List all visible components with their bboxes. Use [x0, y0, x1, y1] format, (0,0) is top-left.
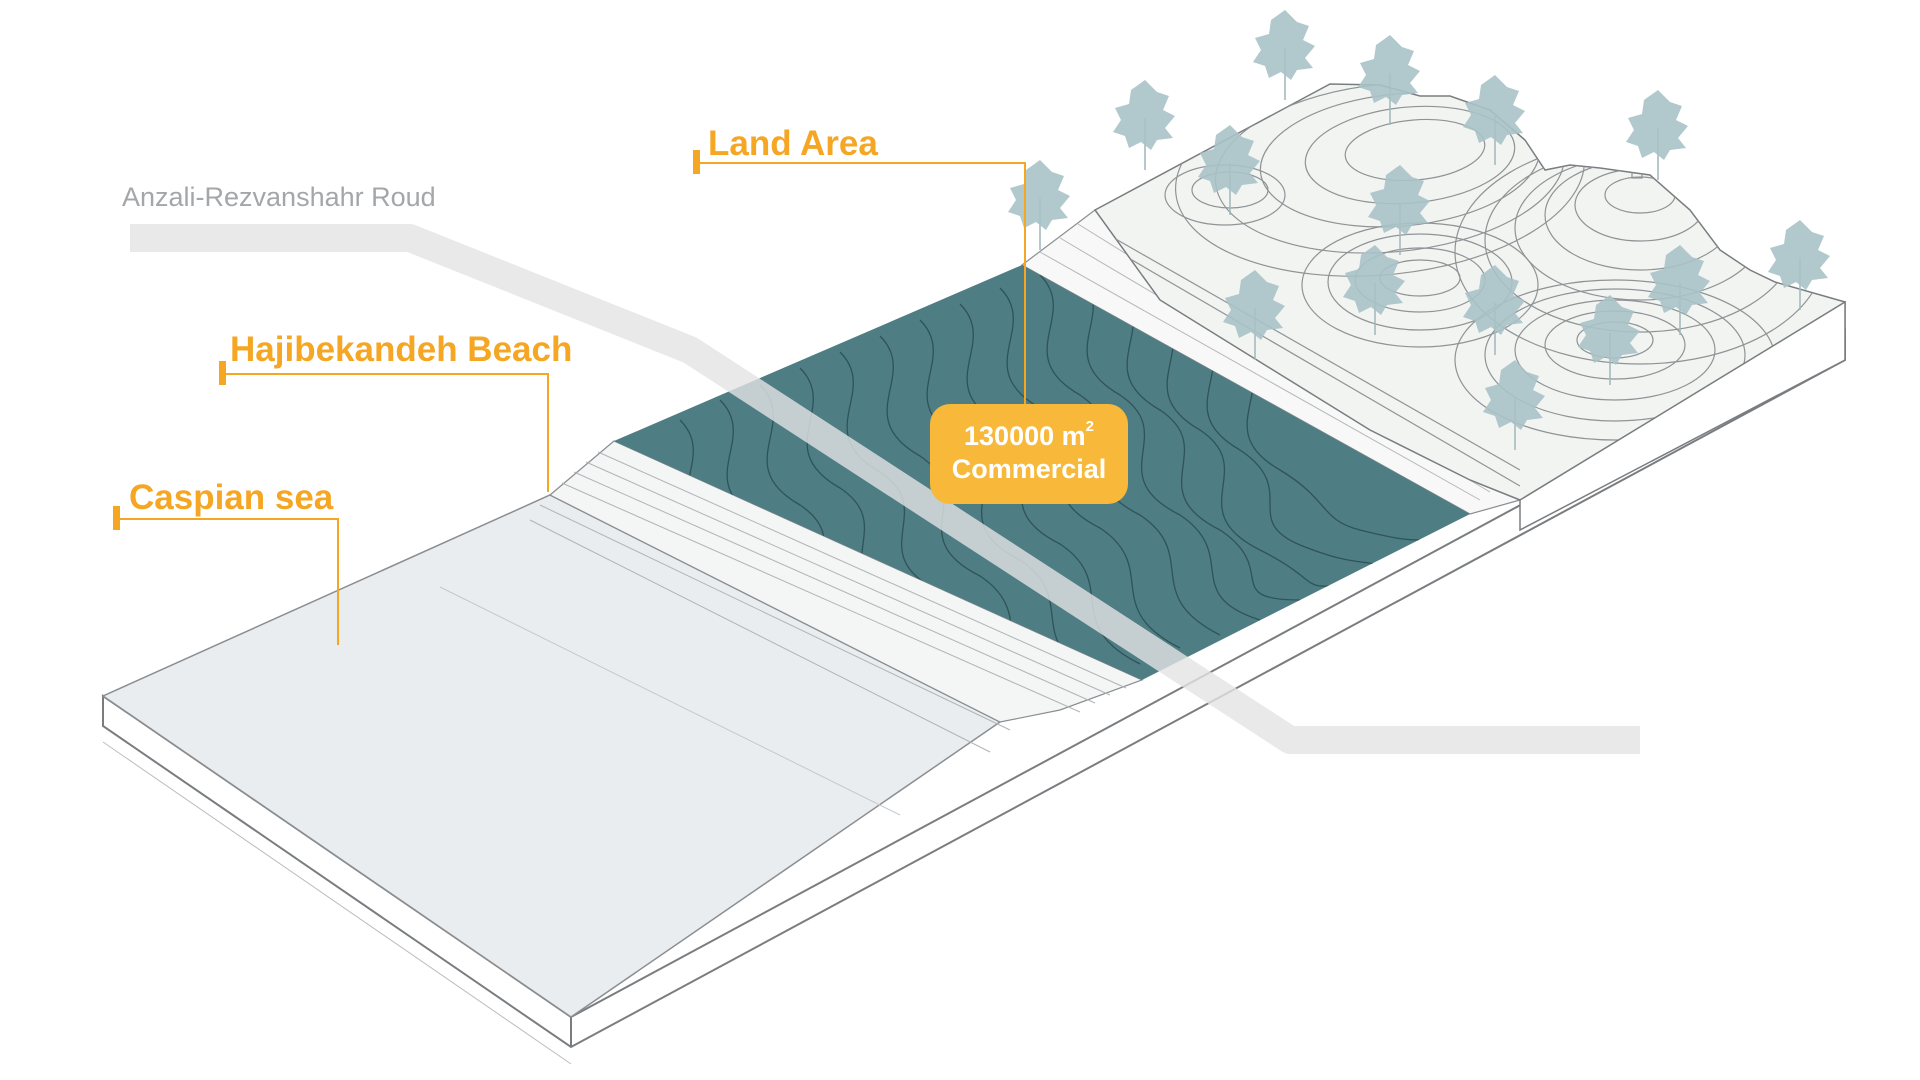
- road-band: [130, 224, 1640, 754]
- sea-label: Caspian sea: [129, 478, 334, 517]
- area-use: Commercial: [951, 454, 1107, 484]
- road-label: Anzali-Rezvanshahr Roud: [122, 182, 436, 212]
- callout-beach-leader: [219, 361, 549, 492]
- area-badge: 130000 m2 Commercial: [930, 404, 1128, 504]
- beach-slope: [548, 440, 1144, 723]
- callout-sea-leader: [113, 506, 339, 645]
- land-area-label: Land Area: [708, 124, 878, 163]
- area-value: 130000 m2: [964, 418, 1094, 451]
- beach-label: Hajibekandeh Beach: [230, 330, 573, 369]
- callout-land-area-leader: [693, 150, 1026, 410]
- area-unit-superscript: 2: [1085, 418, 1094, 435]
